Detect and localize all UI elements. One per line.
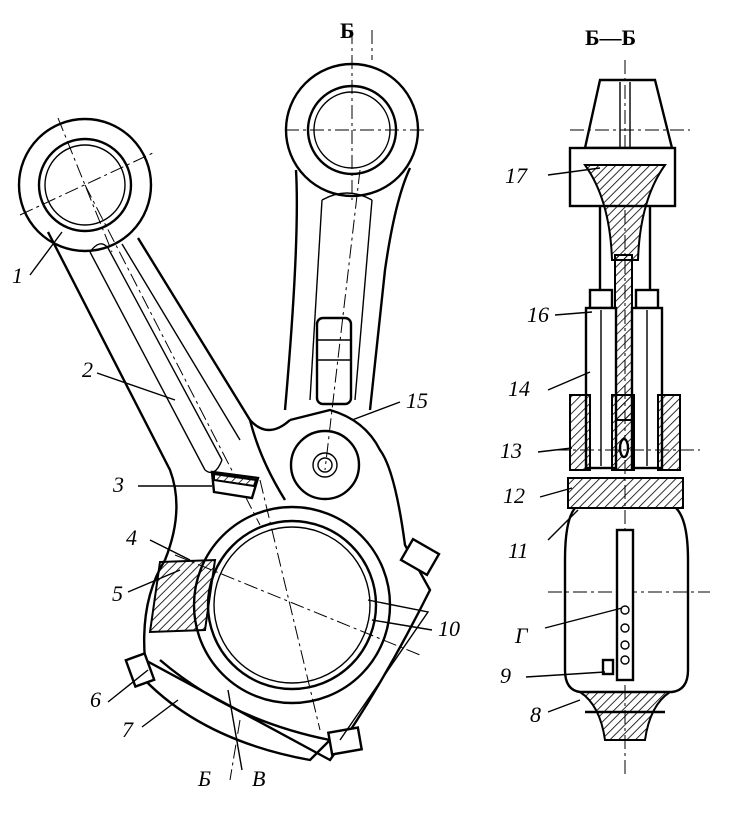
label-2: 2 [82, 357, 93, 382]
label-14: 14 [508, 376, 530, 401]
section-leader-lines [525, 167, 623, 713]
label-3: 3 [112, 472, 124, 497]
label-17: 17 [505, 163, 528, 188]
right-rod-shank [283, 167, 412, 471]
label-1: 1 [12, 263, 23, 288]
label-4: 4 [126, 525, 137, 550]
right-rod-small-end [284, 30, 425, 200]
leader-lines [29, 231, 433, 771]
label-8: 8 [530, 702, 541, 727]
big-end-body [124, 408, 441, 781]
label-v-bottom: В [252, 766, 265, 791]
label-9: 9 [500, 663, 511, 688]
label-13: 13 [500, 438, 522, 463]
label-b-bottom: Б [197, 766, 211, 791]
label-15: 15 [406, 388, 428, 413]
section-title: Б—Б [585, 25, 636, 50]
label-10: 10 [438, 616, 460, 641]
label-12: 12 [503, 483, 525, 508]
section-view: Б—Б 17 16 14 13 12 11 Г 9 8 [500, 25, 710, 775]
section-mark-label: Б [340, 18, 355, 43]
left-rod-view: Б 1 2 3 4 5 6 7 10 15 Б В [12, 18, 460, 791]
label-g: Г [514, 623, 529, 648]
left-rod-small-end [17, 117, 156, 253]
label-7: 7 [122, 717, 134, 742]
label-16: 16 [527, 302, 549, 327]
label-11: 11 [508, 538, 528, 563]
label-5: 5 [112, 581, 123, 606]
label-6: 6 [90, 687, 101, 712]
